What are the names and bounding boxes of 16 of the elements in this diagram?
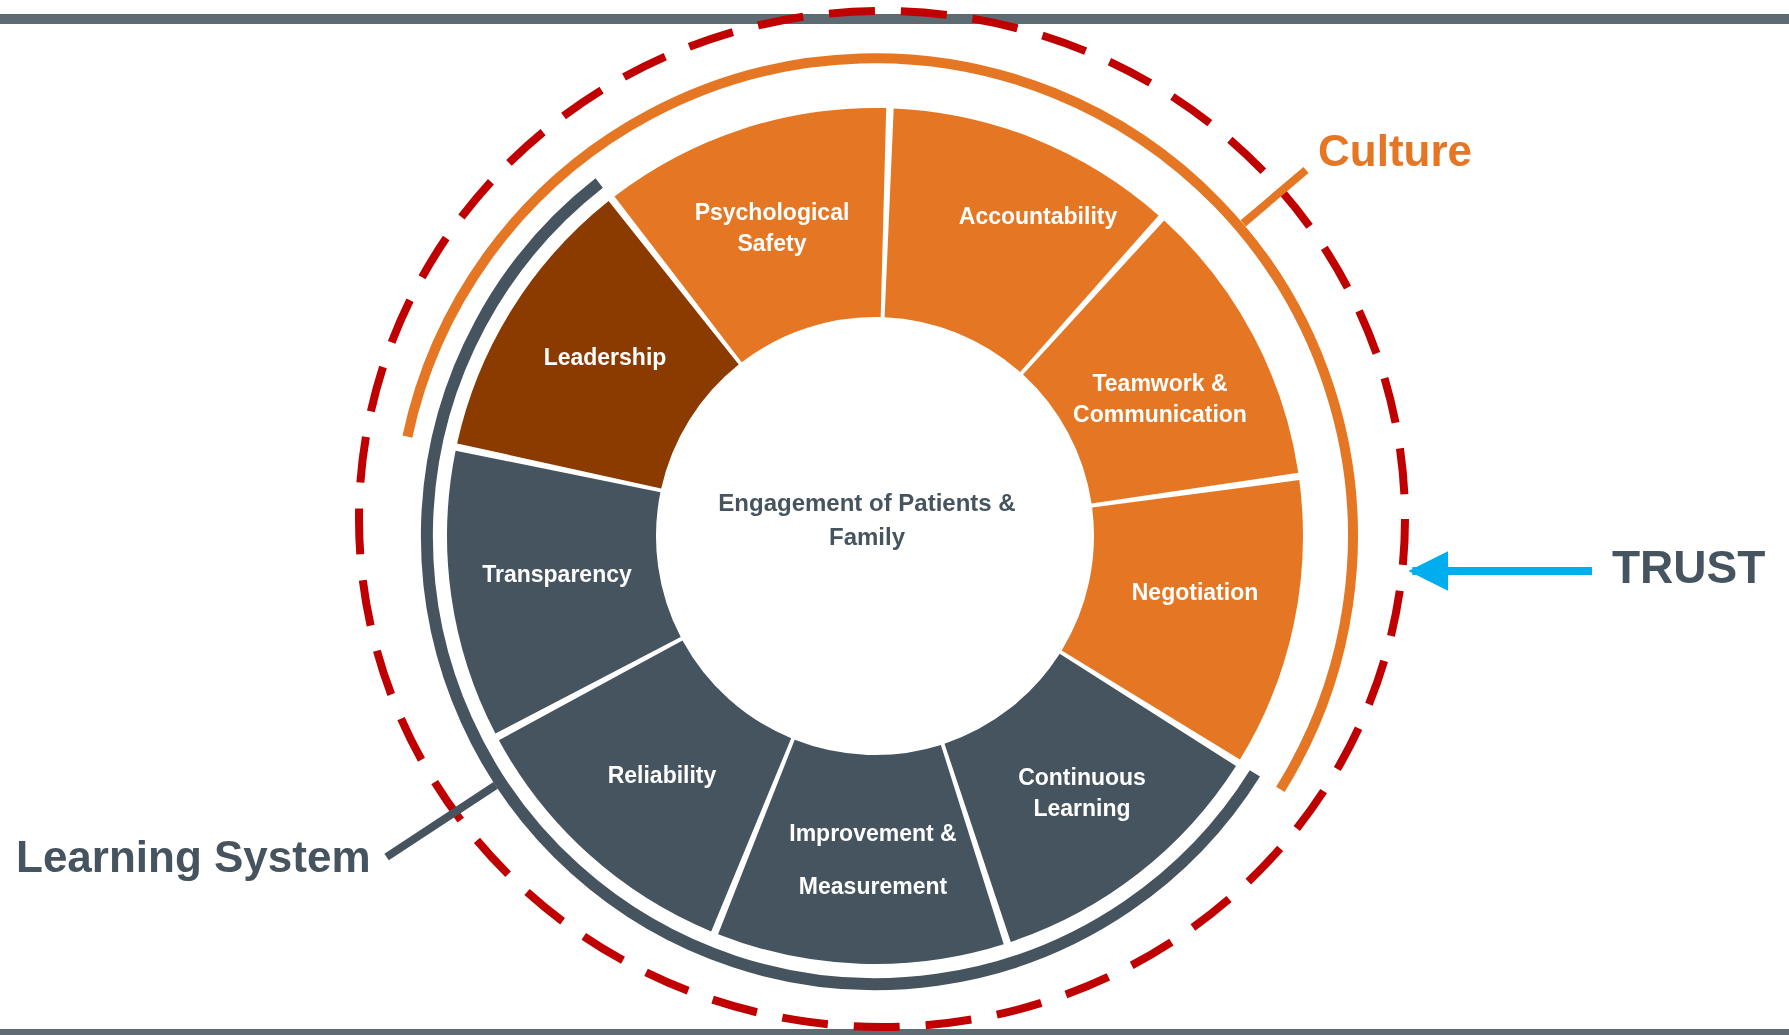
segment-label: Continuous Learning: [1017, 762, 1147, 823]
puzzle-segment: [447, 450, 681, 734]
segment-label: Negotiation: [1130, 578, 1260, 608]
segment-label: Improvement & Measurement: [788, 819, 958, 901]
leader-line: [1240, 166, 1309, 227]
segment-label: Leadership: [542, 343, 668, 373]
segment-label: Reliability: [606, 761, 718, 791]
trust-label: TRUST: [1612, 540, 1766, 594]
learning-system-label: Learning System: [16, 832, 371, 882]
leader-line: [384, 781, 498, 861]
segment-label: Transparency: [481, 560, 633, 590]
culture-label: Culture: [1318, 126, 1472, 176]
center-label: Engagement of Patients & Family: [717, 486, 1017, 554]
segment-label: Teamwork & Communication: [1072, 368, 1248, 429]
segment-label: Psychological Safety: [693, 197, 851, 258]
segment-label: Accountability: [957, 202, 1119, 232]
